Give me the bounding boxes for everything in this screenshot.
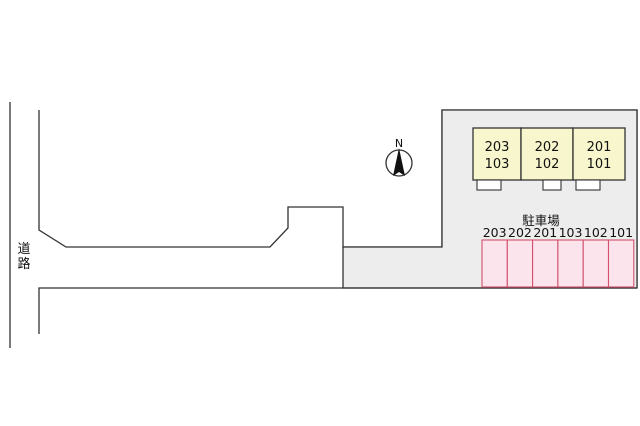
parking-slot xyxy=(506,239,534,288)
parking-slot-label: 203 xyxy=(483,225,507,240)
north-arrow-icon xyxy=(393,148,405,176)
unit-label-102: 102 xyxy=(535,157,560,172)
lower-road-outline xyxy=(38,287,637,334)
unit-label-101: 101 xyxy=(587,157,612,172)
parking-slot-label: 102 xyxy=(584,225,608,240)
building-1: 203 103 xyxy=(472,127,522,191)
parking-slot-label: 101 xyxy=(609,225,633,240)
parking-slot xyxy=(532,239,559,288)
road-label-char-2: 路 xyxy=(17,256,30,272)
parking-slot-label: 201 xyxy=(533,225,557,240)
north-compass: N xyxy=(385,137,413,177)
unit-label-201: 201 xyxy=(587,140,612,155)
road-label-char-1: 道 xyxy=(17,242,30,257)
parking-slot xyxy=(582,239,610,288)
building-3: 201 101 xyxy=(572,127,626,191)
unit-label-203: 203 xyxy=(485,140,510,155)
building-2: 202 102 xyxy=(520,127,574,191)
unit-label-202: 202 xyxy=(535,140,560,155)
parking-slot-label: 202 xyxy=(508,225,532,240)
parking-slot-label: 103 xyxy=(559,225,583,240)
parking-slot xyxy=(607,239,635,288)
parking-slot xyxy=(481,239,508,288)
compass-label: N xyxy=(395,137,403,150)
parking-label: 駐車場 xyxy=(522,213,560,228)
parking-slot xyxy=(557,239,584,288)
unit-label-103: 103 xyxy=(485,157,510,172)
